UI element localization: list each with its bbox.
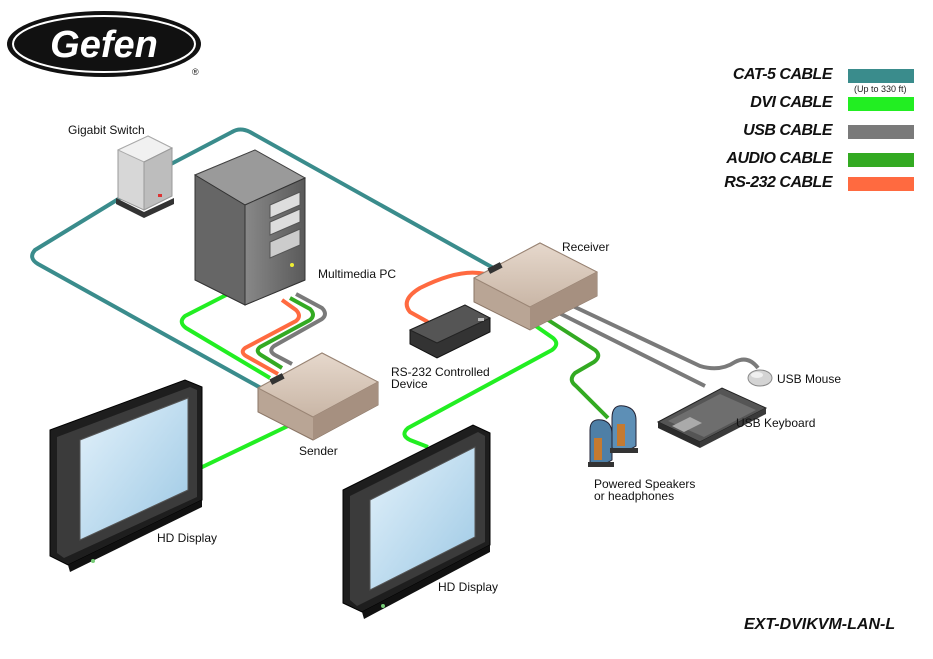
logo-registered: ® bbox=[192, 67, 199, 77]
usb-keyboard bbox=[656, 387, 768, 448]
legend-swatch-audio bbox=[848, 153, 914, 167]
dvi-receiver-to-display bbox=[402, 320, 559, 449]
label-rs232-device-line1: RS-232 Controlled bbox=[391, 365, 490, 379]
label-multimedia-pc: Multimedia PC bbox=[318, 267, 397, 281]
label-hd-display-left: HD Display bbox=[157, 531, 218, 545]
powered-speakers bbox=[588, 405, 638, 467]
usb-receiver-to-mouse bbox=[559, 298, 760, 371]
cat5-switch-to-sender bbox=[30, 193, 269, 394]
rs232-receiver-to-device bbox=[404, 270, 486, 324]
legend-label-audio: AUDIO CABLE bbox=[726, 150, 832, 167]
legend-swatch-rs232 bbox=[848, 177, 914, 191]
label-rs232-device-line2: Device bbox=[391, 377, 428, 391]
label-gigabit-switch: Gigabit Switch bbox=[68, 123, 145, 137]
cat5-switch-to-receiver bbox=[149, 127, 498, 272]
multimedia-pc bbox=[193, 149, 307, 306]
usb-pc-to-sender bbox=[269, 292, 327, 366]
label-usb-keyboard: USB Keyboard bbox=[736, 416, 816, 430]
usb-receiver-to-keyboard bbox=[552, 308, 706, 388]
label-usb-mouse: USB Mouse bbox=[777, 372, 842, 386]
legend-swatch-dvi bbox=[848, 97, 914, 111]
dvi-sender-to-display bbox=[195, 423, 291, 472]
rs232-device bbox=[408, 304, 492, 359]
legend-swatch-cat5 bbox=[848, 69, 914, 83]
receiver-box bbox=[472, 242, 599, 331]
rs232-cables bbox=[240, 270, 486, 376]
legend-label-rs232: RS-232 CABLE bbox=[724, 174, 832, 191]
label-speakers-line2: or headphones bbox=[594, 489, 675, 503]
audio-cables bbox=[255, 296, 610, 420]
dvi-cables bbox=[179, 290, 559, 472]
legend-note-cat5: (Up to 330 ft) bbox=[854, 84, 907, 94]
legend-label-cat5: CAT-5 CABLE bbox=[732, 66, 833, 83]
audio-pc-to-sender bbox=[255, 296, 315, 370]
dvi-pc-to-sender bbox=[179, 290, 272, 380]
usb-cables bbox=[269, 292, 760, 388]
label-hd-display-right: HD Display bbox=[438, 580, 499, 594]
label-receiver: Receiver bbox=[562, 240, 610, 254]
legend-label-dvi: DVI CABLE bbox=[750, 94, 832, 111]
legend-swatch-usb bbox=[848, 125, 914, 139]
label-speakers-line1: Powered Speakers bbox=[594, 477, 696, 491]
audio-receiver-to-speakers bbox=[543, 316, 610, 420]
legend-label-usb: USB CABLE bbox=[743, 122, 832, 139]
hd-display-right bbox=[342, 424, 491, 619]
rs232-pc-to-sender bbox=[240, 298, 301, 376]
logo-text: Gefen bbox=[50, 24, 158, 66]
gigabit-switch bbox=[116, 135, 174, 218]
label-sender: Sender bbox=[299, 444, 338, 458]
model-number: EXT-DVIKVM-LAN-L bbox=[744, 616, 896, 633]
sender-box bbox=[256, 352, 380, 441]
gefen-logo: Gefen ® bbox=[7, 11, 201, 77]
usb-mouse bbox=[747, 369, 773, 387]
cat5-cables bbox=[30, 127, 498, 394]
hd-display-left bbox=[49, 379, 203, 572]
